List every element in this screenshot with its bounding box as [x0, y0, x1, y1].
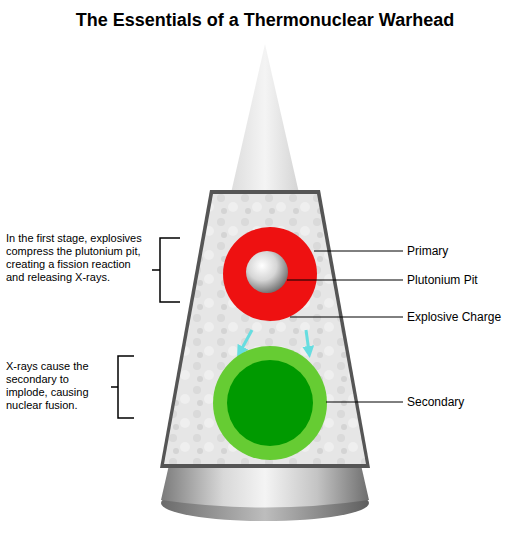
- leader-line: [290, 317, 403, 318]
- part-label: Primary: [407, 243, 448, 259]
- secondary-core: [227, 360, 313, 446]
- bracket: [111, 356, 134, 418]
- stage-note: In the first stage, explosives compress …: [6, 232, 152, 284]
- part-label: Explosive Charge: [407, 309, 501, 325]
- leader-lines: [287, 251, 403, 402]
- plutonium-pit: [246, 251, 288, 293]
- xray-arrow: [240, 330, 252, 352]
- part-label: Plutonium Pit: [407, 272, 478, 288]
- inner-frame: [160, 190, 370, 468]
- warhead-cone: [161, 44, 369, 508]
- stage-note: X-rays cause the secondary to implode, c…: [6, 360, 110, 412]
- explosive-charge-ring: [223, 227, 317, 321]
- leader-line: [326, 402, 403, 403]
- inner-cavity: [164, 194, 366, 464]
- secondary-outer: [213, 346, 327, 460]
- part-label: Secondary: [407, 394, 464, 410]
- diagram-title: The Essentials of a Thermonuclear Warhea…: [0, 10, 530, 31]
- bracket: [152, 238, 180, 302]
- leader-line: [287, 280, 403, 281]
- leader-line: [314, 251, 403, 252]
- xray-arrow: [306, 330, 309, 352]
